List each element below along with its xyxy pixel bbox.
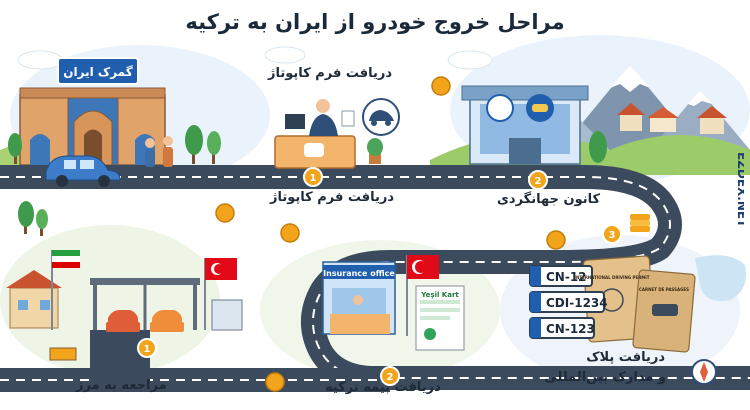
touring-club-building	[461, 85, 589, 165]
plant-icon	[367, 138, 383, 164]
border-crossing	[6, 250, 243, 361]
compass-icon	[691, 359, 717, 385]
callout-capotage: دریافت فرم کاپوتاژ	[268, 66, 393, 81]
road-marking	[0, 176, 750, 379]
tree-icon	[589, 131, 607, 163]
plates-and-documents	[529, 255, 696, 353]
plate-text: CDI-1234	[546, 296, 608, 310]
step-badge-number: 2	[535, 176, 542, 187]
car-icon	[45, 155, 121, 187]
step-badge-number: 1	[144, 344, 151, 355]
plates-label-line2: و مدارک بین‌المللی	[544, 370, 666, 385]
step-label-capotage: دریافت فرم کاپوتاژ	[270, 190, 395, 205]
plate-text: CN-12	[546, 270, 587, 284]
people-icon	[145, 136, 173, 167]
insurance-sign-text: Insurance office	[323, 269, 395, 278]
step-label-touring-club: کانون جهانگردی	[497, 192, 601, 207]
customs-sign-text: گمرک ایران	[63, 65, 132, 79]
page-title: مراحل خروج خودرو از ایران به ترکیه	[185, 10, 565, 34]
plate-text: CN-123	[546, 322, 595, 336]
step-badge-number: 3	[609, 230, 616, 241]
watermark-text: EZDEX.NET	[735, 152, 744, 228]
watermark: EZDEX.NET	[735, 152, 744, 228]
trees	[8, 125, 221, 236]
insurance-doc-title: Yeşil Kart	[420, 291, 459, 299]
customs-building	[19, 57, 166, 166]
insurance-office	[322, 255, 465, 351]
lake	[695, 255, 746, 301]
village-houses	[617, 103, 727, 134]
step-label-border: مراجعه به مرز	[76, 378, 167, 393]
capotage-desk	[274, 98, 400, 169]
step-badge-number: 2	[387, 372, 394, 383]
step-label-insurance: دریافت بیمه ترکیه	[325, 380, 441, 395]
step-badge-number: 1	[310, 173, 317, 184]
permit-doc-title: INTERNATIONAL DRIVING PERMIT	[575, 275, 650, 280]
carnet-doc-title: CARNET DE PASSAGES	[639, 287, 689, 292]
plates-label-line1: دریافت پلاک	[586, 350, 665, 365]
coin-icons	[215, 76, 650, 392]
step-badges	[137, 167, 622, 386]
